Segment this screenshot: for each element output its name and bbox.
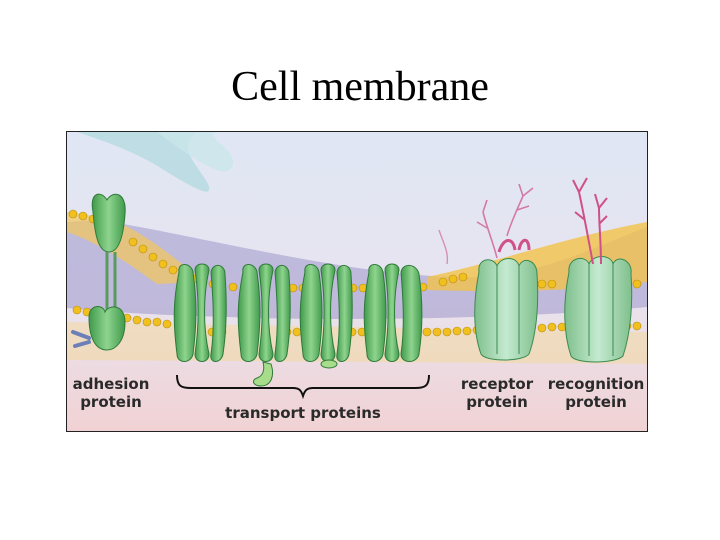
transport-protein-2: [237, 263, 291, 387]
receptor-protein-label-line2: protein: [466, 393, 528, 411]
carbohydrate-chain: [77, 132, 210, 192]
recognition-protein-label-line2: protein: [565, 393, 627, 411]
receptor-protein-label-line1: receptor: [460, 375, 534, 393]
membrane-figure: adhesion protein transport proteins rece…: [66, 131, 648, 432]
transport-protein-1: [173, 263, 227, 362]
recognition-protein-label: recognition protein: [547, 375, 645, 411]
transport-bracket: [176, 374, 430, 400]
adhesion-protein-label: adhesion protein: [71, 375, 151, 411]
transport-proteins-label-line1: transport proteins: [225, 404, 381, 422]
receptor-protein: [438, 183, 539, 361]
membrane-illustration: [67, 132, 647, 431]
transport-protein-4: [363, 263, 423, 362]
recognition-protein-label-line1: recognition: [547, 375, 645, 393]
adhesion-protein-label-line1: adhesion: [72, 375, 150, 393]
transport-proteins-label: transport proteins: [217, 404, 389, 422]
transport-protein-3: [299, 263, 353, 369]
adhesion-protein: [71, 193, 126, 351]
recognition-protein: [564, 177, 633, 363]
receptor-protein-label: receptor protein: [453, 375, 541, 411]
carbohydrate-chain: [157, 132, 234, 172]
adhesion-protein-label-line2: protein: [80, 393, 142, 411]
slide-title: Cell membrane: [231, 64, 489, 110]
